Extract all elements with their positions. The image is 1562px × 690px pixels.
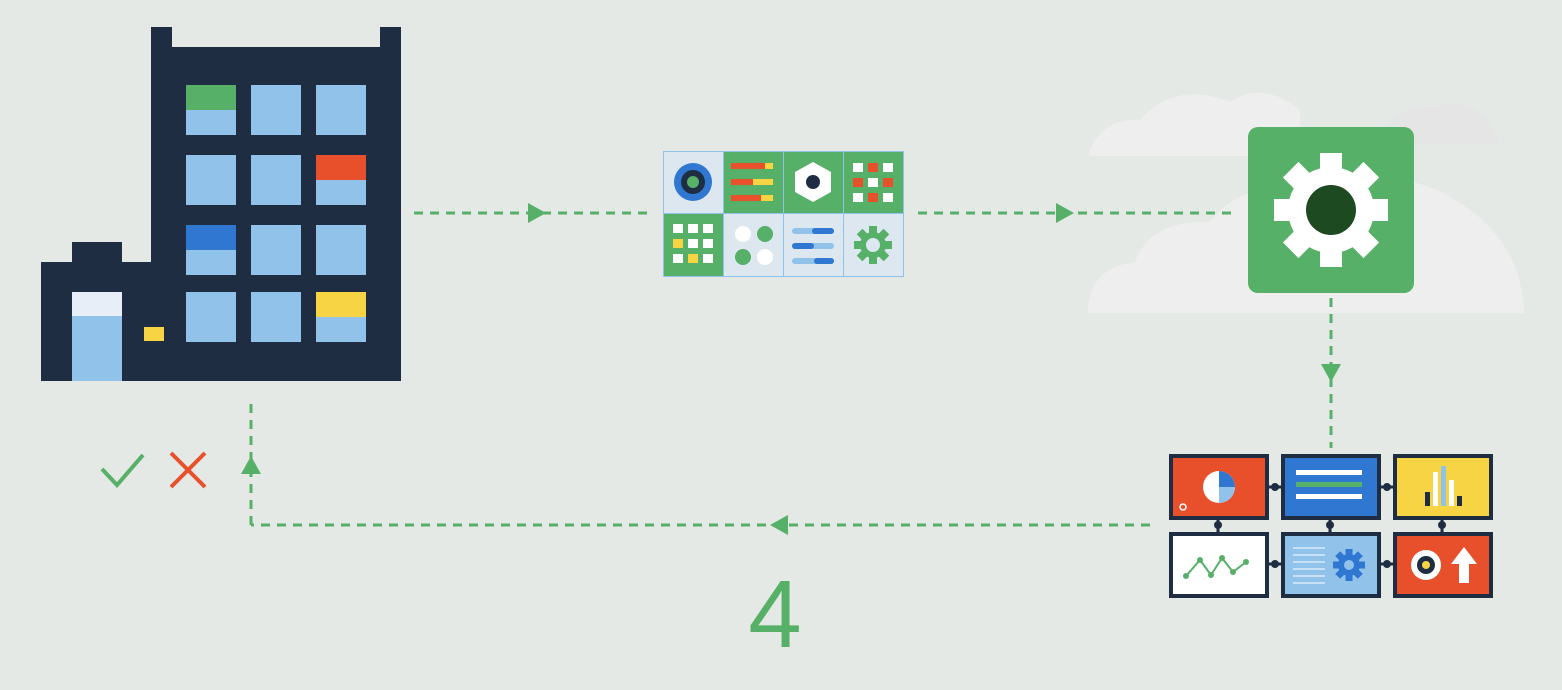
building-windows	[186, 85, 366, 342]
dashboard-screens-icon	[1169, 454, 1493, 598]
arrow-right-icon	[1056, 203, 1074, 223]
gear-icon	[1274, 153, 1388, 267]
arrow-up-icon	[241, 456, 261, 474]
step-number: 4	[748, 561, 802, 668]
module-grid-icon	[663, 151, 904, 277]
cloud-gear-icon	[1248, 127, 1414, 293]
building-light	[144, 327, 164, 341]
cross-icon	[169, 451, 207, 489]
check-icon	[100, 453, 145, 488]
arrow-right-icon	[528, 203, 546, 223]
office-building-icon	[41, 27, 401, 381]
flow-arrowheads	[241, 203, 1341, 535]
arrow-down-icon	[1321, 364, 1341, 382]
arrow-left-icon	[770, 515, 788, 535]
